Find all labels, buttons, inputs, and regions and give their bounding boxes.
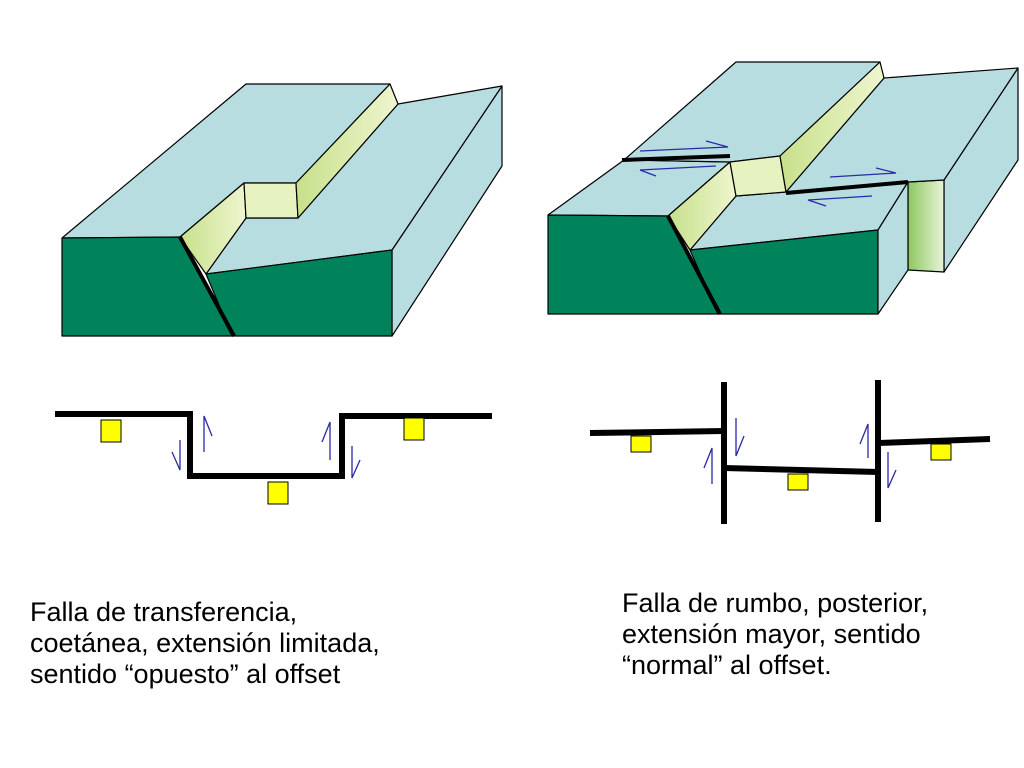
left-caption-line-3: sentido “opuesto” al offset [30,659,341,689]
half-arrow-icon [171,440,181,471]
left-caption-line-2: coetánea, extensión limitada, [30,628,380,658]
ridge-segment-middle [723,465,879,475]
marker-square [267,481,289,505]
left-caption-line-1: Falla de transferencia, [30,597,298,627]
ridge-segment-right [877,436,991,446]
left-fault-scarp-2 [243,182,299,219]
right-fault-scarp-2 [729,155,787,197]
half-arrow-icon [887,452,897,489]
right-caption-line-2: extensión mayor, sentido [622,619,921,649]
strike-slip-fault-left [621,154,731,162]
right-block-lower-right-face [877,181,909,315]
half-arrow-icon [859,423,869,458]
right-caption: Falla de rumbo, posterior, extensión may… [622,588,928,681]
right-caption-line-3: “normal” al offset. [622,650,832,680]
left-map-sketch [55,411,492,505]
half-arrow-icon [703,447,713,484]
left-block-diagram [61,83,503,337]
half-arrow-icon [321,421,331,460]
half-arrow-icon [639,140,729,152]
half-arrow-icon [351,446,361,479]
left-caption: Falla de transferencia, coetánea, extens… [30,597,380,690]
half-arrow-icon [829,167,897,178]
left-offset-ridge-line [55,411,492,479]
right-caption-line-1: Falla de rumbo, posterior, [622,588,929,618]
marker-square [630,435,652,453]
half-arrow-icon [735,418,745,457]
half-arrow-icon [203,415,213,452]
right-normal-fault-trace [666,215,722,315]
strike-slip-arrows [639,140,897,207]
strike-slip-wall [907,179,945,273]
right-fault-scarp-3 [779,61,885,193]
ridge-segment-left [589,428,725,436]
right-map-sketch [589,380,991,524]
right-sketch-arrows [703,418,897,489]
marker-square [100,419,122,443]
left-fault-scarp-3 [295,83,399,219]
half-arrow-icon [639,165,717,177]
marker-square [930,443,952,461]
left-fault-trace [178,236,236,337]
strike-slip-fault-right [785,180,909,195]
half-arrow-icon [807,195,873,207]
marker-square [403,417,425,441]
marker-square [787,473,809,491]
left-sketch-arrows [171,415,361,479]
right-block-diagram [547,61,1019,315]
